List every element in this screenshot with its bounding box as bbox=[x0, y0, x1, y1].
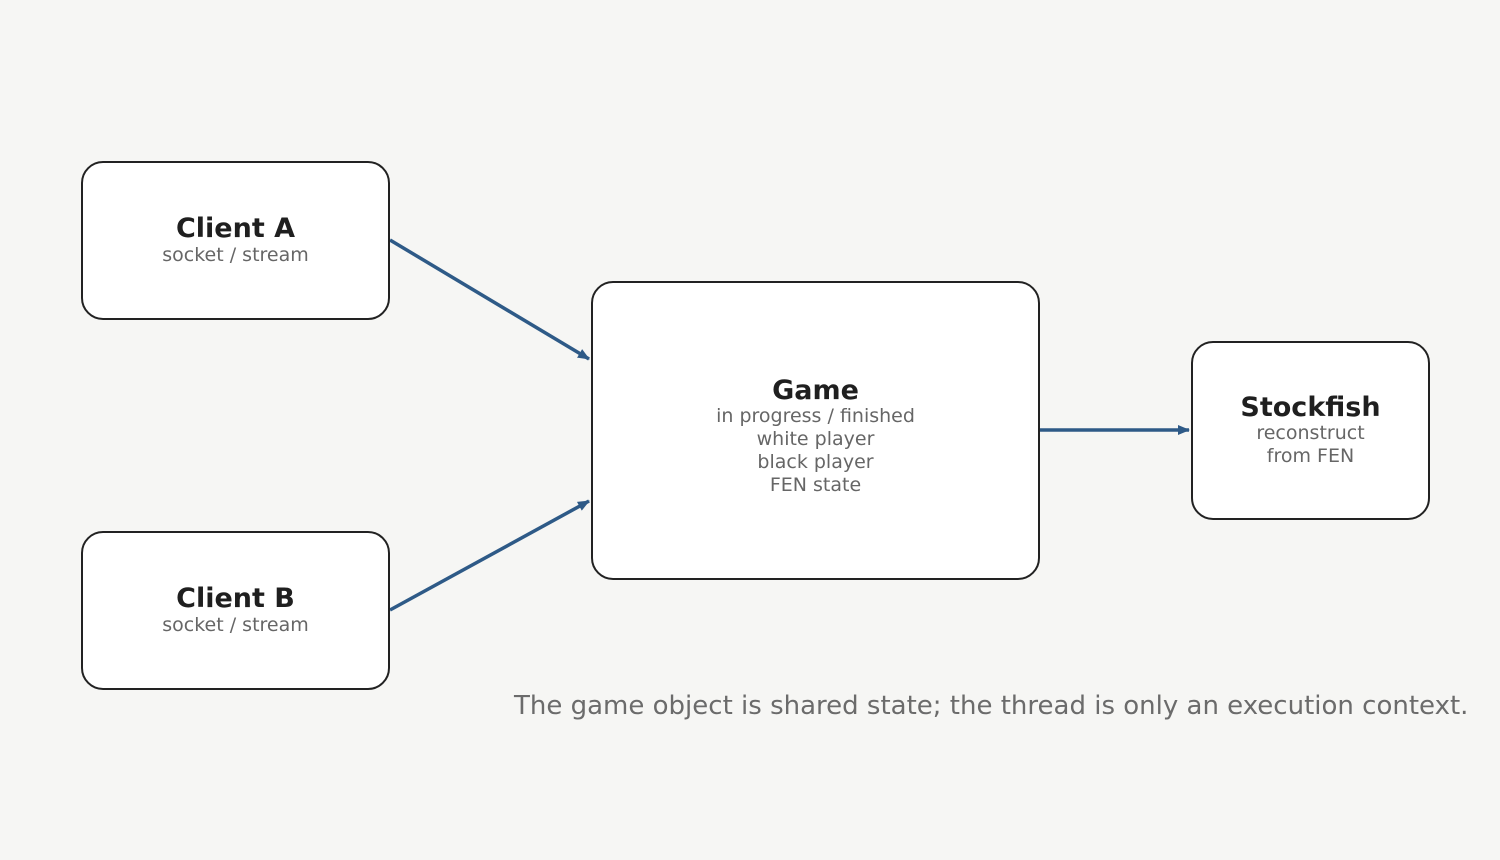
edge-client-a-to-game bbox=[389, 238, 590, 361]
node-game: Game in progress / finished white player… bbox=[591, 281, 1040, 580]
node-client-b: Client B socket / stream bbox=[81, 531, 390, 690]
node-detail-line: FEN state bbox=[769, 474, 862, 496]
node-stockfish: Stockfish reconstruct from FEN bbox=[1191, 341, 1430, 520]
node-details: reconstruct from FEN bbox=[1256, 422, 1364, 468]
node-detail-line: socket / stream bbox=[162, 614, 309, 636]
node-details: socket / stream bbox=[162, 614, 309, 637]
edge-client-b-to-game bbox=[389, 499, 590, 612]
node-detail-line: white player bbox=[756, 428, 875, 450]
diagram-caption: The game object is shared state; the thr… bbox=[514, 691, 1469, 721]
node-client-a: Client A socket / stream bbox=[81, 161, 390, 320]
node-detail-line: reconstruct bbox=[1256, 421, 1365, 444]
node-detail-line: in progress / finished bbox=[716, 405, 915, 427]
node-title: Client A bbox=[175, 213, 296, 244]
node-detail-line: socket / stream bbox=[162, 244, 309, 266]
node-detail-line: from FEN bbox=[1266, 444, 1355, 467]
node-detail-line: black player bbox=[757, 451, 874, 473]
node-title: Client B bbox=[176, 583, 295, 614]
node-title: Stockfish bbox=[1240, 391, 1381, 423]
node-details: socket / stream bbox=[162, 244, 309, 267]
node-title: Game bbox=[772, 375, 859, 406]
node-details: in progress / finished white player blac… bbox=[716, 405, 915, 497]
